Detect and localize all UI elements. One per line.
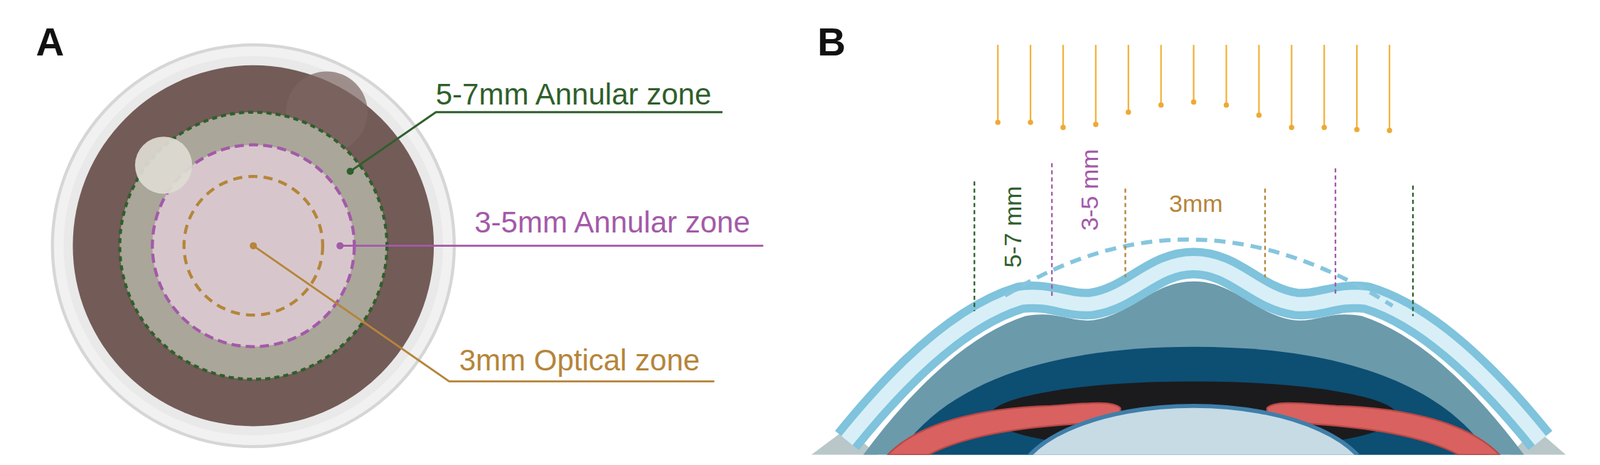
laser-spot <box>1125 109 1131 115</box>
laser-beam <box>1323 44 1325 128</box>
laser-beam <box>1029 44 1032 123</box>
laser-spot <box>1223 102 1229 108</box>
zone-label: 3-5mm Annular zone <box>474 206 751 239</box>
laser-spot <box>1092 121 1098 127</box>
leader-dot <box>249 242 257 250</box>
dimension-label: 3mm <box>1169 190 1224 217</box>
laser-spot <box>1386 128 1392 133</box>
laser-beams <box>995 44 1393 133</box>
laser-beam <box>1257 44 1260 116</box>
laser-beam <box>1062 44 1064 128</box>
dimension-label: 5-7 mm <box>999 185 1027 268</box>
laser-spot <box>1256 112 1262 118</box>
dimension-label: 3-5 mm <box>1076 148 1103 231</box>
panel-letter: A <box>35 20 64 64</box>
laser-beam <box>1127 44 1130 113</box>
laser-beam <box>996 44 999 123</box>
leader-line <box>350 112 723 172</box>
zone-label: 5-7mm Annular zone <box>435 78 712 111</box>
optical-zone <box>184 176 323 316</box>
laser-spot <box>1158 102 1164 108</box>
eye-front-view <box>52 44 764 447</box>
laser-spot <box>1353 126 1359 132</box>
illustration-part <box>973 181 975 311</box>
laser-beam <box>1160 44 1162 106</box>
cornea <box>846 263 1541 441</box>
eye-cross-section <box>811 263 1566 456</box>
lens <box>1015 406 1373 456</box>
laser-spot <box>1289 125 1295 131</box>
leader-dot <box>346 167 354 175</box>
laser-spot <box>1321 125 1327 131</box>
laser-spot <box>1027 119 1033 125</box>
corneal-stroma <box>846 263 1541 441</box>
laser-beam <box>1095 44 1097 125</box>
illustration-part <box>1412 185 1414 317</box>
illustration-part <box>1124 188 1126 278</box>
laser-spot <box>1060 125 1066 131</box>
leader-line <box>339 244 764 247</box>
leader-line <box>253 246 714 382</box>
highlight <box>135 136 192 194</box>
laser-beam <box>1356 44 1358 130</box>
laser-beam <box>1225 44 1227 106</box>
laser-beam <box>1290 44 1293 128</box>
illustration-part <box>1264 188 1266 278</box>
illustration-part <box>1334 168 1337 296</box>
leader-dot <box>336 242 344 250</box>
illustration-part <box>1051 162 1053 296</box>
laser-beam <box>1388 44 1391 131</box>
zone-label: 3mm Optical zone <box>459 343 700 377</box>
zone-markers <box>974 162 1413 316</box>
laser-spot <box>1191 99 1197 105</box>
laser-spot <box>995 119 1001 125</box>
original-curvature <box>1004 239 1393 306</box>
laser-beam <box>1192 44 1194 102</box>
panel-letter: B <box>817 20 847 64</box>
